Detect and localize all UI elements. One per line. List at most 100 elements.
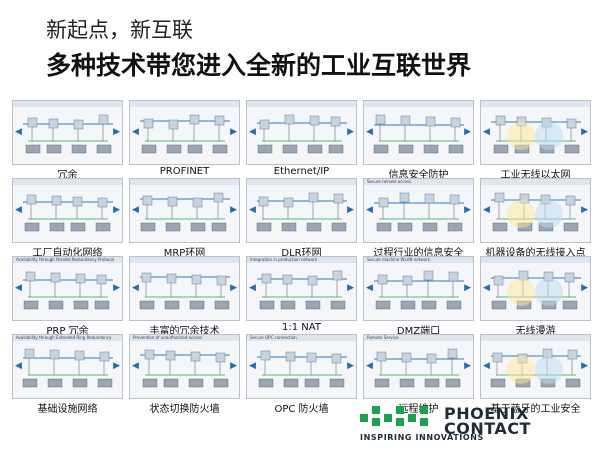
thumbnail-caption: 丰富的冗余技术 (149, 326, 220, 337)
chevron-right-icon[interactable]: ▶ (230, 283, 237, 293)
chevron-right-icon[interactable]: ▶ (113, 127, 120, 137)
network-diagram-thumbnail[interactable]: ◀▶ (129, 178, 240, 243)
logo-square (420, 406, 428, 414)
network-diagram-thumbnail[interactable]: Prevention of unauthorized access◀▶ (129, 334, 240, 399)
logo-square (360, 414, 368, 422)
chevron-right-icon[interactable]: ▶ (464, 283, 471, 293)
chevron-right-icon[interactable]: ▶ (581, 283, 588, 293)
logo-brand-line-2: CONTACT (444, 419, 531, 438)
diagram-illustration (364, 335, 473, 388)
thumbnail-caption: 基于蓝牙的工业安全 (490, 404, 581, 415)
thumbnail-caption: 机器设备的无线接入点 (485, 248, 586, 259)
chevron-right-icon[interactable]: ▶ (347, 283, 354, 293)
logo-square (396, 418, 404, 426)
thumbnail-caption: 状态切换防火墙 (149, 404, 220, 415)
chevron-right-icon[interactable]: ▶ (464, 361, 471, 371)
network-diagram-thumbnail[interactable]: ◀▶ (480, 178, 591, 243)
chevron-left-icon[interactable]: ◀ (132, 361, 139, 371)
diagram-illustration (130, 335, 239, 388)
chevron-left-icon[interactable]: ◀ (132, 283, 139, 293)
network-diagram-thumbnail[interactable]: ◀▶ (363, 100, 474, 165)
diagram-illustration (247, 101, 356, 154)
network-diagram-thumbnail[interactable]: Availability through Parallel Redundancy… (12, 256, 123, 321)
thumbnail-caption: 远程维护 (398, 404, 439, 415)
thumbnail-caption: DLR环网 (281, 248, 322, 259)
chevron-left-icon[interactable]: ◀ (15, 361, 22, 371)
diagram-illustration (364, 179, 473, 232)
network-diagram-thumbnail[interactable]: ◀▶ (480, 334, 591, 399)
diagram-illustration (13, 335, 122, 388)
network-diagram-thumbnail[interactable]: Secure remote access ◀ ▶ (363, 178, 474, 243)
thumbnail-caption: PROFINET (159, 166, 210, 177)
chevron-right-icon[interactable]: ▶ (230, 361, 237, 371)
chevron-left-icon[interactable]: ◀ (366, 205, 373, 215)
network-diagram-thumbnail[interactable]: Integration in production network ◀ ▶ (246, 256, 357, 321)
network-diagram-thumbnail[interactable]: Secure machine WLAN network◀▶ (363, 256, 474, 321)
diagram-illustration (13, 179, 122, 232)
chevron-right-icon[interactable]: ▶ (464, 205, 471, 215)
chevron-left-icon[interactable]: ◀ (249, 127, 256, 137)
thumbnail-caption: 无线漫游 (515, 326, 556, 337)
diagram-illustration (364, 101, 473, 154)
network-diagram-thumbnail[interactable]: ◀▶ (246, 100, 357, 165)
chevron-right-icon[interactable]: ▶ (464, 127, 471, 137)
chevron-left-icon[interactable]: ◀ (15, 283, 22, 293)
logo-square (420, 418, 428, 426)
thumbnail-header-text: Secure OPC connection (250, 335, 297, 340)
diagram-illustration (13, 101, 122, 154)
thumbnail-caption: 信息安全防护 (388, 170, 449, 181)
network-diagram-thumbnail[interactable]: ◀▶ (129, 100, 240, 165)
thumbnail-header-text: Integration in production network (250, 257, 318, 262)
network-diagram-thumbnail[interactable]: ◀▶ (129, 256, 240, 321)
chevron-left-icon[interactable]: ◀ (483, 205, 490, 215)
diagram-illustration (481, 179, 590, 232)
chevron-right-icon[interactable]: ▶ (230, 127, 237, 137)
network-diagram-thumbnail[interactable]: ◀▶ (480, 256, 591, 321)
network-diagram-thumbnail[interactable]: ◀▶ (246, 178, 357, 243)
network-diagram-thumbnail[interactable]: ◀▶ (12, 100, 123, 165)
network-diagram-thumbnail[interactable]: ◀▶ (12, 178, 123, 243)
chevron-left-icon[interactable]: ◀ (483, 127, 490, 137)
title-line-2: 多种技术带您进入全新的工业互联世界 (46, 51, 472, 80)
chevron-left-icon[interactable]: ◀ (15, 205, 22, 215)
network-diagram-thumbnail[interactable]: ◀▶ (480, 100, 591, 165)
phoenix-contact-logo: PHOENIX CONTACT INSPIRING INNOVATIONS (360, 406, 590, 444)
thumbnail-header-text: Remote Service (367, 335, 399, 340)
chevron-right-icon[interactable]: ▶ (113, 205, 120, 215)
thumbnail-caption: 工业无线以太网 (500, 170, 571, 181)
chevron-left-icon[interactable]: ◀ (366, 127, 373, 137)
network-diagram-thumbnail[interactable]: Secure OPC connection ◀ ▶ (246, 334, 357, 399)
thumbnail-caption: DMZ端口 (396, 326, 441, 337)
network-diagram-thumbnail[interactable]: Availability through Extended Ring Redun… (12, 334, 123, 399)
chevron-left-icon[interactable]: ◀ (366, 283, 373, 293)
network-diagram-thumbnail[interactable]: Remote Service ◀ ▶ (363, 334, 474, 399)
chevron-right-icon[interactable]: ▶ (581, 361, 588, 371)
thumbnail-caption: OPC 防火墙 (274, 404, 329, 415)
chevron-right-icon[interactable]: ▶ (581, 127, 588, 137)
chevron-right-icon[interactable]: ▶ (581, 205, 588, 215)
chevron-left-icon[interactable]: ◀ (483, 283, 490, 293)
chevron-right-icon[interactable]: ▶ (347, 127, 354, 137)
logo-square (396, 406, 404, 414)
chevron-left-icon[interactable]: ◀ (483, 361, 490, 371)
chevron-left-icon[interactable]: ◀ (249, 361, 256, 371)
thumbnail-header-text: Secure remote access (367, 179, 412, 184)
chevron-left-icon[interactable]: ◀ (132, 205, 139, 215)
thumbnail-header-text: Availability through Extended Ring Redun… (16, 335, 112, 340)
chevron-right-icon[interactable]: ▶ (230, 205, 237, 215)
chevron-right-icon[interactable]: ▶ (113, 361, 120, 371)
thumbnail-caption: PRP 冗余 (46, 326, 89, 337)
chevron-left-icon[interactable]: ◀ (249, 205, 256, 215)
chevron-left-icon[interactable]: ◀ (132, 127, 139, 137)
thumbnail-header-text: Availability through Parallel Redundancy… (16, 257, 115, 262)
thumbnail-caption: 工厂自动化网络 (32, 248, 103, 259)
chevron-right-icon[interactable]: ▶ (347, 205, 354, 215)
title-line-1: 新起点，新互联 (46, 18, 193, 42)
thumbnail-caption: 基础设施网络 (37, 404, 98, 415)
logo-square (372, 418, 380, 426)
chevron-left-icon[interactable]: ◀ (366, 361, 373, 371)
chevron-right-icon[interactable]: ▶ (347, 361, 354, 371)
chevron-right-icon[interactable]: ▶ (113, 283, 120, 293)
chevron-left-icon[interactable]: ◀ (249, 283, 256, 293)
chevron-left-icon[interactable]: ◀ (15, 127, 22, 137)
